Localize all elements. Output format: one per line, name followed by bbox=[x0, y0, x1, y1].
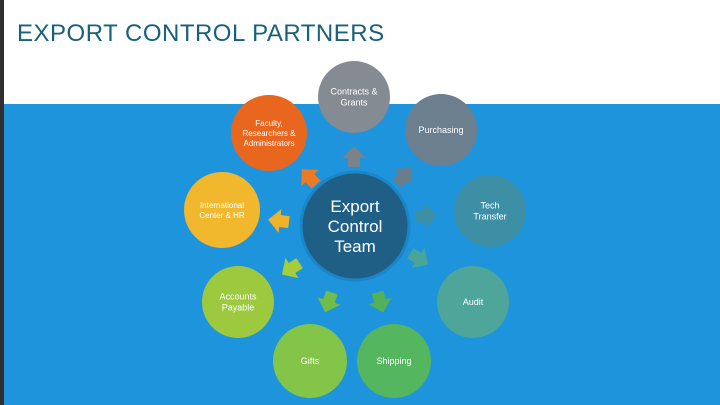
node-label-faculty-researchers-administrators: Researchers & bbox=[243, 129, 297, 138]
arrow-international-center-hr bbox=[268, 209, 290, 233]
arrow-contracts-grants bbox=[342, 146, 366, 168]
node-label-audit: Audit bbox=[463, 297, 484, 307]
node-contracts-grants: Contracts &Grants bbox=[318, 61, 390, 133]
node-shipping: Shipping bbox=[357, 324, 431, 398]
node-circle-tech-transfer bbox=[454, 175, 526, 247]
node-label-faculty-researchers-administrators: Faculty, bbox=[255, 119, 282, 128]
node-label-shipping: Shipping bbox=[376, 356, 411, 366]
arrow-faculty-researchers-administrators bbox=[301, 169, 321, 189]
arrow-tech-transfer bbox=[415, 204, 437, 228]
arrow-accounts-payable bbox=[281, 257, 303, 279]
node-circle-shipping bbox=[357, 324, 431, 398]
node-label-international-center-hr: International bbox=[200, 201, 244, 210]
node-label-tech-transfer: Tech bbox=[480, 201, 499, 211]
node-label-tech-transfer: Transfer bbox=[473, 212, 506, 222]
node-circle-audit bbox=[437, 266, 509, 338]
node-purchasing: Purchasing bbox=[405, 94, 477, 166]
node-label-contracts-grants: Grants bbox=[340, 98, 368, 108]
slide-title: EXPORT CONTROL PARTNERS bbox=[17, 20, 385, 47]
node-circle-gifts bbox=[273, 324, 347, 398]
edge-band bbox=[0, 0, 4, 405]
center-circle bbox=[299, 170, 411, 282]
node-label-international-center-hr: Center & HR bbox=[199, 211, 245, 220]
node-label-contracts-grants: Contracts & bbox=[330, 87, 377, 97]
node-circle-purchasing bbox=[405, 94, 477, 166]
node-gifts: Gifts bbox=[273, 324, 347, 398]
node-circle-international-center-hr bbox=[184, 172, 260, 248]
node-audit: Audit bbox=[437, 266, 509, 338]
node-circle-contracts-grants bbox=[318, 61, 390, 133]
center-label: Control bbox=[328, 217, 383, 236]
node-circle-accounts-payable bbox=[202, 266, 274, 338]
center-label: Team bbox=[334, 237, 376, 256]
node-label-accounts-payable: Accounts bbox=[219, 292, 257, 302]
arrow-audit bbox=[407, 247, 429, 269]
node-label-purchasing: Purchasing bbox=[418, 125, 463, 135]
center-label: Export bbox=[330, 197, 379, 216]
node-label-gifts: Gifts bbox=[301, 356, 320, 366]
arrow-gifts bbox=[317, 290, 341, 313]
node-circle-faculty-researchers-administrators bbox=[231, 95, 307, 171]
arrow-shipping bbox=[368, 290, 392, 313]
node-label-accounts-payable: Payable bbox=[222, 303, 255, 313]
arrow-purchasing bbox=[392, 168, 412, 188]
node-label-faculty-researchers-administrators: Administrators bbox=[243, 139, 294, 148]
node-faculty-researchers-administrators: Faculty,Researchers &Administrators bbox=[231, 95, 307, 171]
